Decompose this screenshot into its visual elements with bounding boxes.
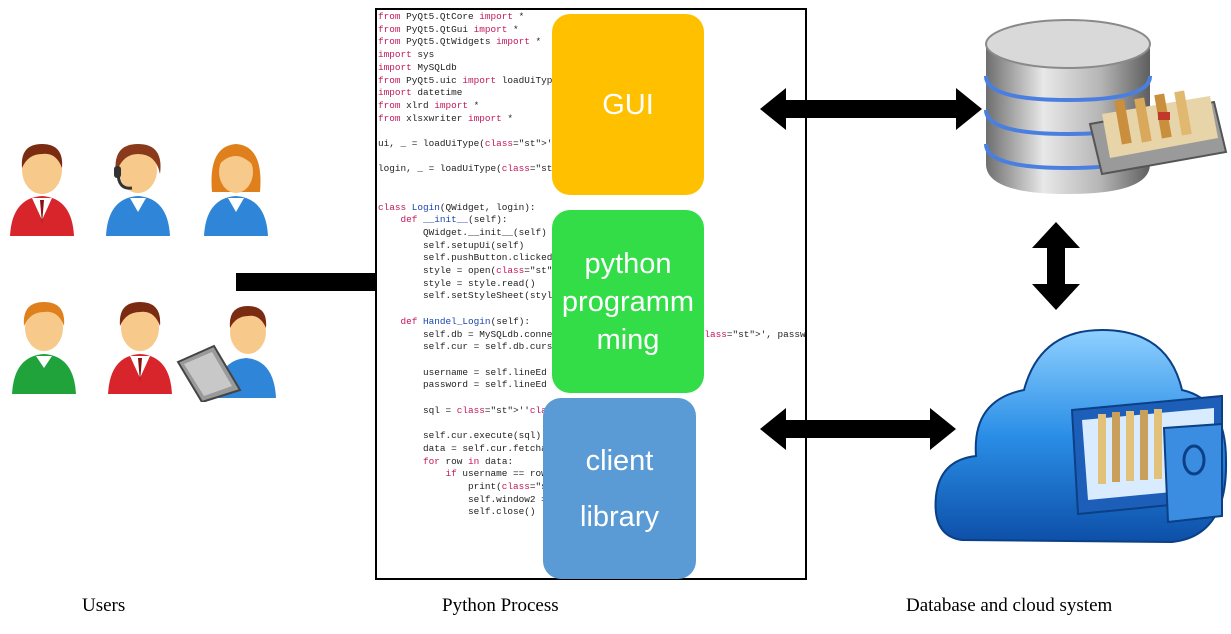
user-red-shirt-icon: [104, 298, 176, 394]
client-cloud-double-arrow: [760, 408, 956, 450]
code-line: style = style.read(): [378, 277, 536, 289]
user-at-laptop-icon: [176, 298, 276, 404]
businessman-red-suit-icon: [6, 140, 78, 236]
code-line: from PyQt5.QtWidgets import *: [378, 36, 542, 48]
code-line: from xlsxwriter import *: [378, 112, 514, 124]
code-line: self.pushButton.clicked: [378, 252, 553, 264]
headset-operator-icon: [102, 140, 174, 236]
code-line: from xlrd import *: [378, 99, 480, 111]
python-programming-block: python programm ming: [552, 210, 704, 393]
gui-database-double-arrow: [760, 88, 982, 130]
client-label-line2: library: [580, 500, 659, 533]
code-line: def __init__(self):: [400, 214, 508, 226]
client-library-block: client library: [543, 398, 696, 579]
storage-caption: Database and cloud system: [906, 595, 1113, 616]
code-line: from PyQt5.QtCore import *: [378, 11, 525, 22]
code-line: if username == row: [445, 468, 547, 480]
python-label-line3: ming: [596, 323, 660, 356]
code-line: self.close(): [378, 506, 536, 518]
code-line: password = self.lineEd: [378, 379, 547, 391]
code-line: import datetime: [378, 87, 463, 99]
code-line: username = self.lineEd: [378, 366, 547, 378]
code-line: self.setupUi(self): [378, 239, 525, 251]
code-line: self.cur.execute(sql): [378, 430, 542, 442]
process-caption: Python Process: [442, 595, 559, 616]
code-line: self.cur = self.db.cursor(): [378, 341, 575, 353]
code-line: for row in data:: [423, 455, 514, 467]
python-label-line1: python: [584, 247, 672, 280]
code-line: self.setStyleSheet(styl: [378, 290, 553, 302]
code-line: from PyQt5.uic import loadUiType: [378, 74, 559, 86]
database-cloud-double-arrow: [1032, 222, 1080, 310]
code-line: QWidget.__init__(self): [378, 226, 547, 238]
businesswoman-blue-icon: [200, 140, 272, 236]
cloud-storage-icon: [932, 300, 1230, 570]
code-line: def Handel_Login(self):: [400, 315, 530, 327]
database-server-icon: [978, 14, 1228, 199]
client-label-line1: client: [585, 444, 654, 477]
code-line: from PyQt5.QtGui import *: [378, 23, 519, 35]
code-line: data = self.cur.fetcha: [378, 442, 547, 454]
users-group: [0, 130, 290, 430]
code-line: class Login(QWidget, login):: [378, 201, 536, 213]
code-line: self.window2 =: [378, 493, 547, 505]
code-line: import MySQLdb: [378, 61, 457, 73]
python-label-line2: programm: [561, 285, 695, 318]
user-green-shirt-icon: [8, 298, 80, 394]
gui-block: GUI: [552, 14, 704, 195]
gui-label: GUI: [602, 88, 654, 121]
users-caption: Users: [82, 595, 126, 616]
code-line: import sys: [378, 49, 435, 61]
